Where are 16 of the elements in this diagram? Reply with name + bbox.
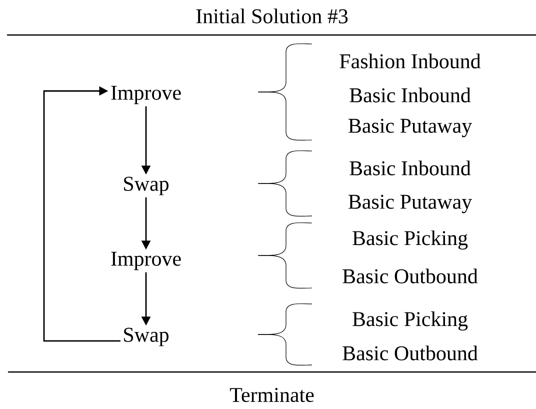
item-label: Basic Outbound <box>342 268 478 284</box>
item-label: Basic Inbound <box>350 88 471 102</box>
step-label: Improve <box>111 86 181 104</box>
step-label: Swap <box>124 328 168 346</box>
item-label: Basic Picking <box>352 311 468 331</box>
title: Initial Solution #3 <box>196 8 348 24</box>
step-label: Swap <box>124 176 168 196</box>
step-label: Improve <box>111 252 181 270</box>
terminate-label: Terminate <box>230 388 314 402</box>
item-label: Fashion Inbound <box>340 54 481 68</box>
item-label: Basic Putaway <box>348 118 472 138</box>
item-label: Basic Picking <box>352 230 468 250</box>
arrow <box>43 86 120 342</box>
item-label: Basic Putaway <box>348 194 472 214</box>
item-label: Basic Outbound <box>342 346 478 360</box>
item-label: Basic Inbound <box>350 160 471 176</box>
